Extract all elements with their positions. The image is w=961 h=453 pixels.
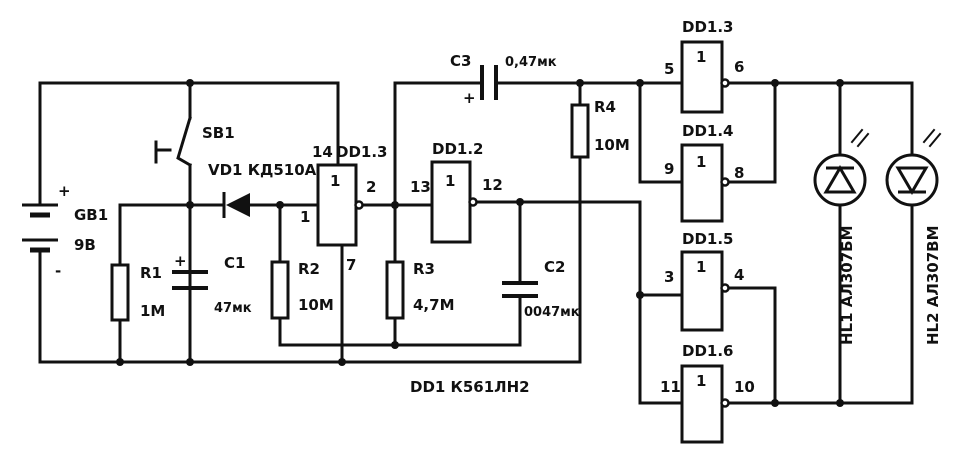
gate-ref: DD1.3 [682,18,733,36]
gate-dd1-2: 1 DD1.2 13 12 [410,140,503,244]
r4-ref: R4 [594,98,616,116]
gate-pin: 10 [734,378,755,396]
resistor-r1: R1 1М [110,263,165,322]
gate-pin: 13 [410,178,431,196]
resistor-r3: R3 4,7М [385,260,455,320]
ic-note: DD1 К561ЛН2 [410,378,530,396]
c3-plus: + [463,89,476,107]
diode-ref: VD1 КД510А [208,161,317,179]
c3-ref: С3 [450,52,471,70]
c2-ref: С2 [544,258,565,276]
switch-ref: SB1 [202,124,235,142]
battery-gb1: + - GB1 9В [22,182,108,280]
gate-symbol: 1 [445,172,455,190]
gate-pin: 5 [664,60,674,78]
capacitor-c3: + С3 0,47мк [450,52,557,107]
hl2-ref: HL2 АЛ307ВМ [924,225,942,345]
resistor-r2: R2 10М [270,260,334,320]
r1-ref: R1 [140,264,162,282]
gate-pin: 14 [312,143,333,161]
gate-pin: 6 [734,58,744,76]
gate-pin: 8 [734,164,744,182]
gate-ref: DD1.5 [682,230,733,248]
switch-sb1: SB1 [154,116,235,168]
c3-value: 0,47мк [505,55,557,70]
gate-pin: 9 [664,160,674,178]
gate-pin: 11 [660,378,681,396]
c1-ref: С1 [224,254,245,272]
capacitor-c1: + С1 47мк [172,252,252,316]
r2-value: 10М [298,296,334,314]
gate-symbol: 1 [696,258,706,276]
r3-value: 4,7М [413,296,455,314]
c2-value: 0047мк [524,305,580,320]
gate-symbol: 1 [696,153,706,171]
gate-ref: DD1.6 [682,342,733,360]
battery-value: 9В [74,236,96,254]
gate-pin: 2 [366,178,376,196]
gate-pin: 3 [664,268,674,286]
battery-ref: GB1 [74,206,108,224]
gate-ref: DD1.3 [336,143,387,161]
gate-symbol: 1 [696,48,706,66]
junction-dots [116,79,844,407]
gate-dd1-3-left: 1 DD1.3 14 1 2 7 [300,143,387,274]
r1-value: 1М [140,302,165,320]
capacitor-c2: С2 0047мк [502,258,580,320]
led-hl2: HL2 АЛ307ВМ [885,128,942,345]
gate-dd1-5: 1 DD1.5 3 4 [664,230,744,332]
wires [38,81,914,405]
resistor-r4: R4 10М [570,98,630,159]
gate-dd1-3-right: 1 DD1.3 5 6 [664,18,744,114]
battery-plus: + [58,182,71,200]
led-hl1: HL1 АЛ307БМ [813,128,870,345]
r4-value: 10М [594,136,630,154]
hl1-ref: HL1 АЛ307БМ [838,225,856,345]
gate-symbol: 1 [696,372,706,390]
gate-dd1-6: 1 DD1.6 11 10 [660,342,755,444]
gate-ref: DD1.2 [432,140,483,158]
c1-value: 47мк [214,301,252,316]
gate-pin: 4 [734,266,744,284]
gate-symbol: 1 [330,172,340,190]
c1-plus: + [174,252,187,270]
gate-pin: 7 [346,256,356,274]
gate-ref: DD1.4 [682,122,733,140]
gate-pin: 12 [482,176,503,194]
gate-pin: 1 [300,208,310,226]
diode-vd1: VD1 КД510А [208,161,317,218]
r2-ref: R2 [298,260,320,278]
gate-dd1-4: 1 DD1.4 9 8 [664,122,744,223]
battery-minus: - [55,262,61,280]
r3-ref: R3 [413,260,435,278]
